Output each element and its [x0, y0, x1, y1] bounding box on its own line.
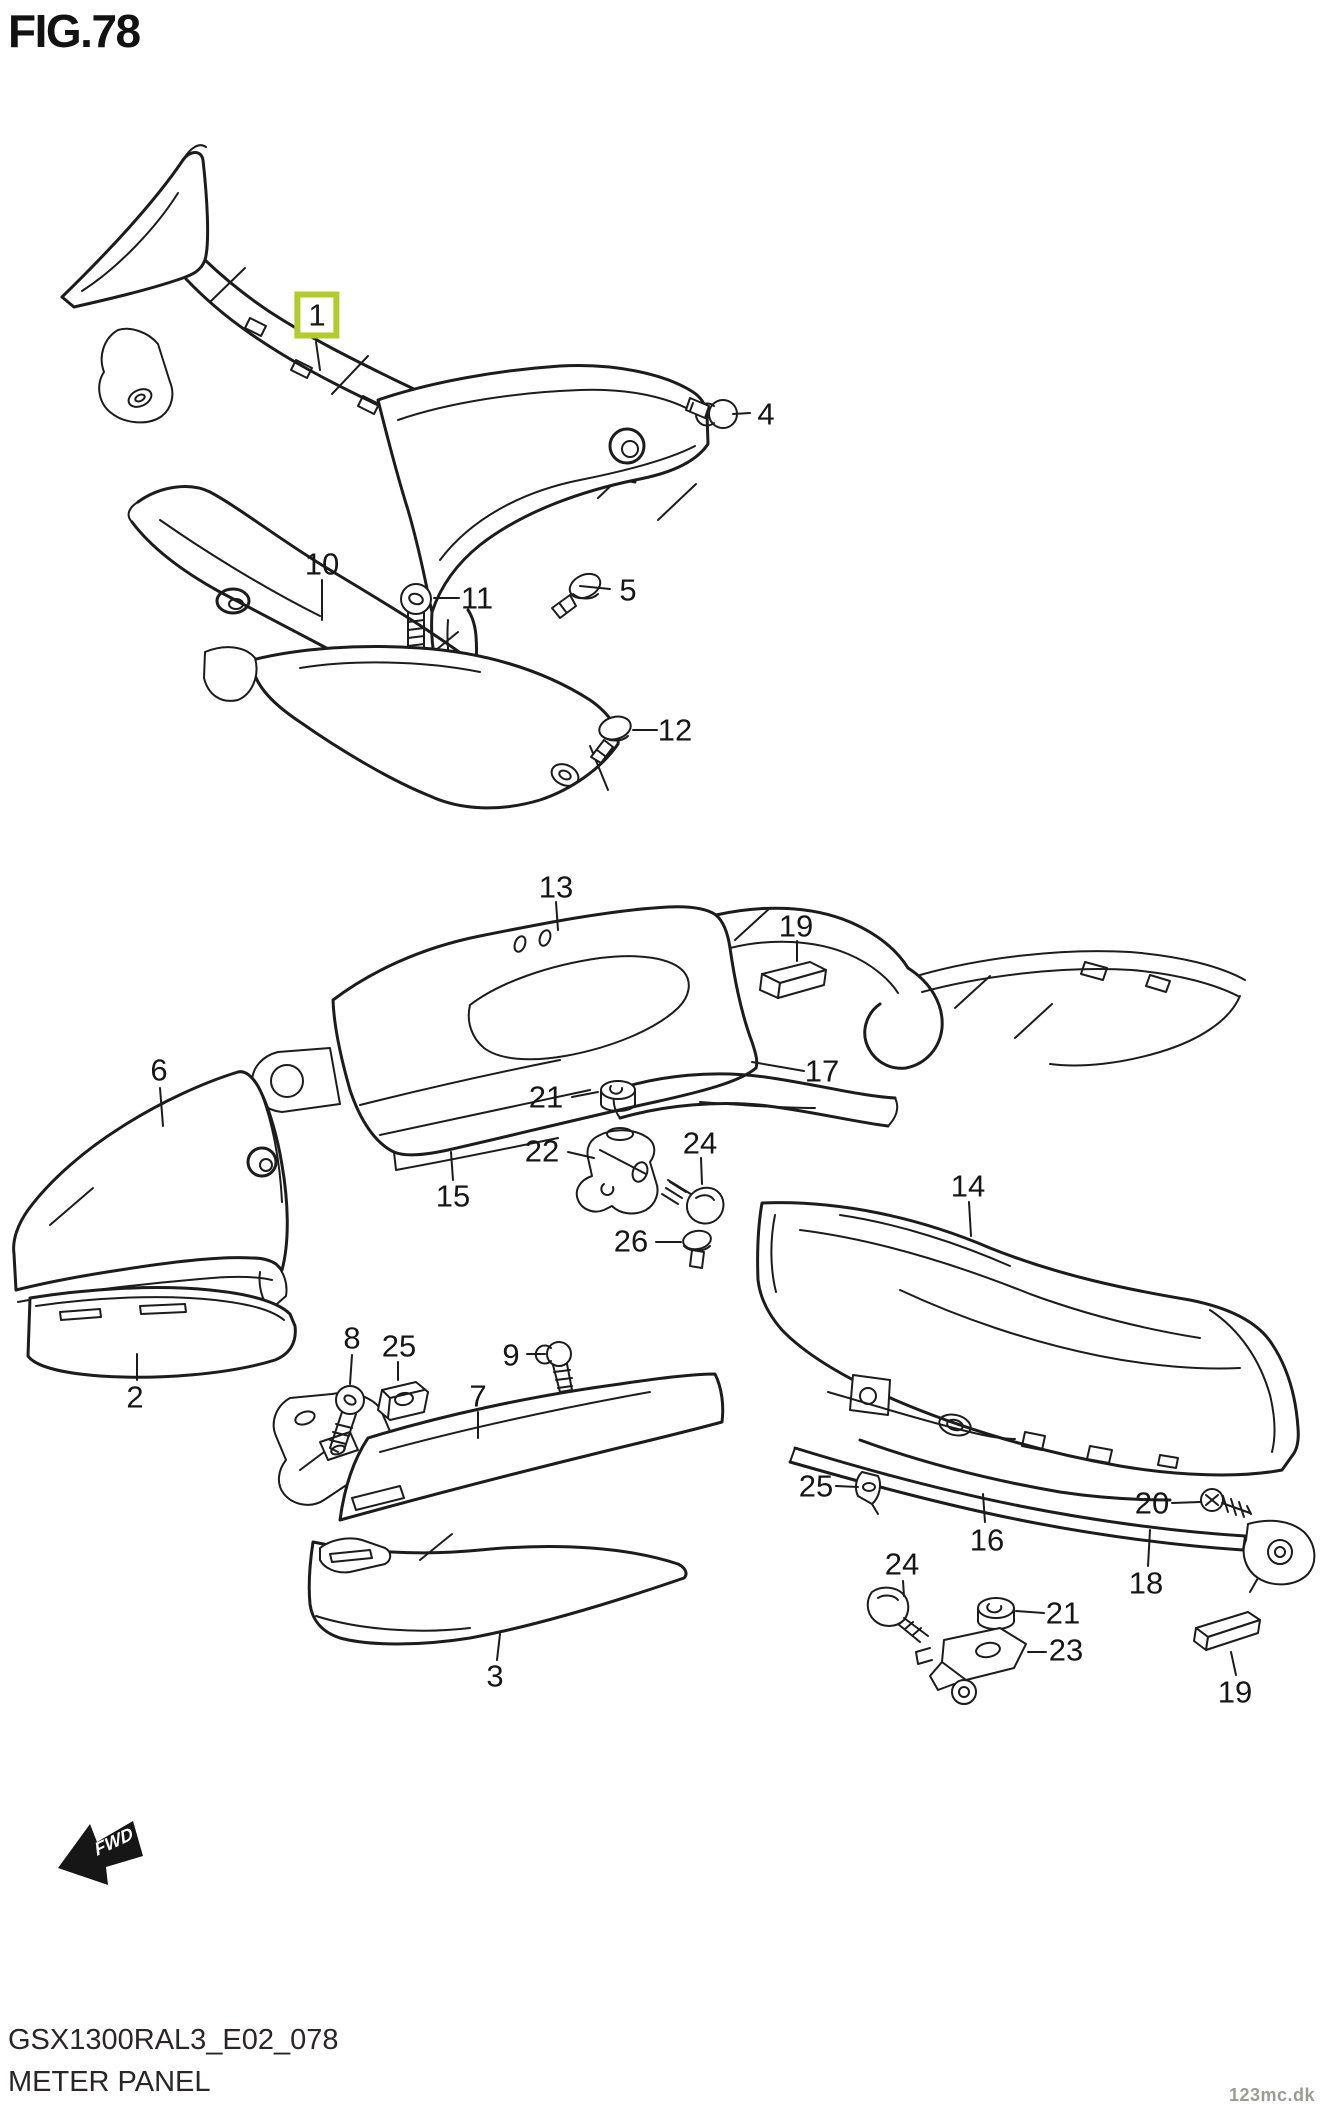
part-callout-21-middle[interactable]: 21 — [528, 1079, 564, 1115]
part-callout-9[interactable]: 9 — [502, 1337, 520, 1373]
screw-8 — [329, 1385, 365, 1453]
bracket-22 — [575, 1127, 659, 1215]
cushion-19-upper — [759, 961, 827, 999]
part-18-lower-strip — [788, 1446, 1316, 1593]
part-callout-25-left[interactable]: 25 — [381, 1328, 417, 1364]
part-callout-5[interactable]: 5 — [619, 572, 637, 608]
part-callout-16[interactable]: 16 — [969, 1522, 1005, 1558]
part-callout-4[interactable]: 4 — [757, 396, 775, 432]
part-callout-3[interactable]: 3 — [486, 1658, 504, 1694]
part-callout-11[interactable]: 11 — [460, 580, 494, 616]
leader-lines — [136, 341, 1237, 1676]
grommet-21-bottom — [977, 1597, 1015, 1630]
part-3-cover-blade — [307, 1533, 688, 1646]
part-callout-14[interactable]: 14 — [950, 1168, 986, 1204]
figure-title: FIG.78 — [8, 5, 141, 57]
part-10-lower-cover — [127, 485, 620, 810]
part-6-front-panel — [12, 1070, 289, 1311]
part-2-lower-panel — [26, 1286, 297, 1379]
screw-20 — [1200, 1488, 1252, 1518]
part-callout-13[interactable]: 13 — [538, 869, 574, 905]
drawing-code: GSX1300RAL3_E02_078 — [8, 2024, 339, 2056]
grommet-21-middle — [600, 1080, 636, 1112]
part-13-upper-handle-cover — [251, 905, 1246, 1171]
part-callout-23[interactable]: 23 — [1048, 1632, 1084, 1668]
bracket-23 — [915, 1627, 1027, 1705]
part-callout-26[interactable]: 26 — [613, 1223, 649, 1259]
part-callout-17[interactable]: 17 — [804, 1053, 840, 1089]
part-callout-19-bottom[interactable]: 19 — [1217, 1674, 1253, 1710]
bolt-24-bottom — [866, 1586, 929, 1643]
part-callout-19-top[interactable]: 19 — [778, 908, 814, 944]
site-watermark: 123mc.dk — [1228, 2085, 1315, 2105]
part-callout-2[interactable]: 2 — [126, 1379, 144, 1415]
part-callout-20[interactable]: 20 — [1134, 1485, 1170, 1521]
screw-11 — [400, 583, 432, 653]
part-1-meter-panel-cover — [60, 144, 710, 710]
part-callout-6[interactable]: 6 — [150, 1052, 168, 1088]
part-callout-25-right[interactable]: 25 — [798, 1468, 834, 1504]
part-callout-7[interactable]: 7 — [469, 1378, 487, 1414]
part-callout-22[interactable]: 22 — [524, 1133, 560, 1169]
clip-nut-25-left — [377, 1381, 429, 1421]
part-callout-10[interactable]: 10 — [304, 546, 340, 582]
part-callout-12[interactable]: 12 — [657, 712, 693, 748]
part-callout-21-bottom[interactable]: 21 — [1045, 1595, 1081, 1631]
bolt-24-middle — [661, 1179, 725, 1225]
cushion-19-bottom — [1193, 1611, 1261, 1651]
part-callout-15[interactable]: 15 — [435, 1178, 471, 1214]
part-14-rear-cover — [756, 1201, 1300, 1502]
part-callout-24-middle[interactable]: 24 — [682, 1125, 718, 1161]
fastener-4 — [685, 397, 738, 429]
fastener-5 — [551, 572, 602, 619]
figure-name: METER PANEL — [8, 2066, 211, 2098]
screw-9 — [534, 1341, 573, 1393]
fwd-arrow: FWD — [58, 1821, 143, 1885]
part-17-trim-strip — [612, 1072, 899, 1128]
clip-25-right — [854, 1471, 881, 1515]
part-callout-24-bottom[interactable]: 24 — [884, 1546, 920, 1582]
part-callout-18[interactable]: 18 — [1128, 1565, 1164, 1601]
part-callout-1-selected[interactable]: 1 — [294, 291, 340, 339]
clip-12 — [590, 715, 632, 764]
clip-26 — [682, 1229, 712, 1269]
part-callout-8[interactable]: 8 — [343, 1320, 361, 1356]
